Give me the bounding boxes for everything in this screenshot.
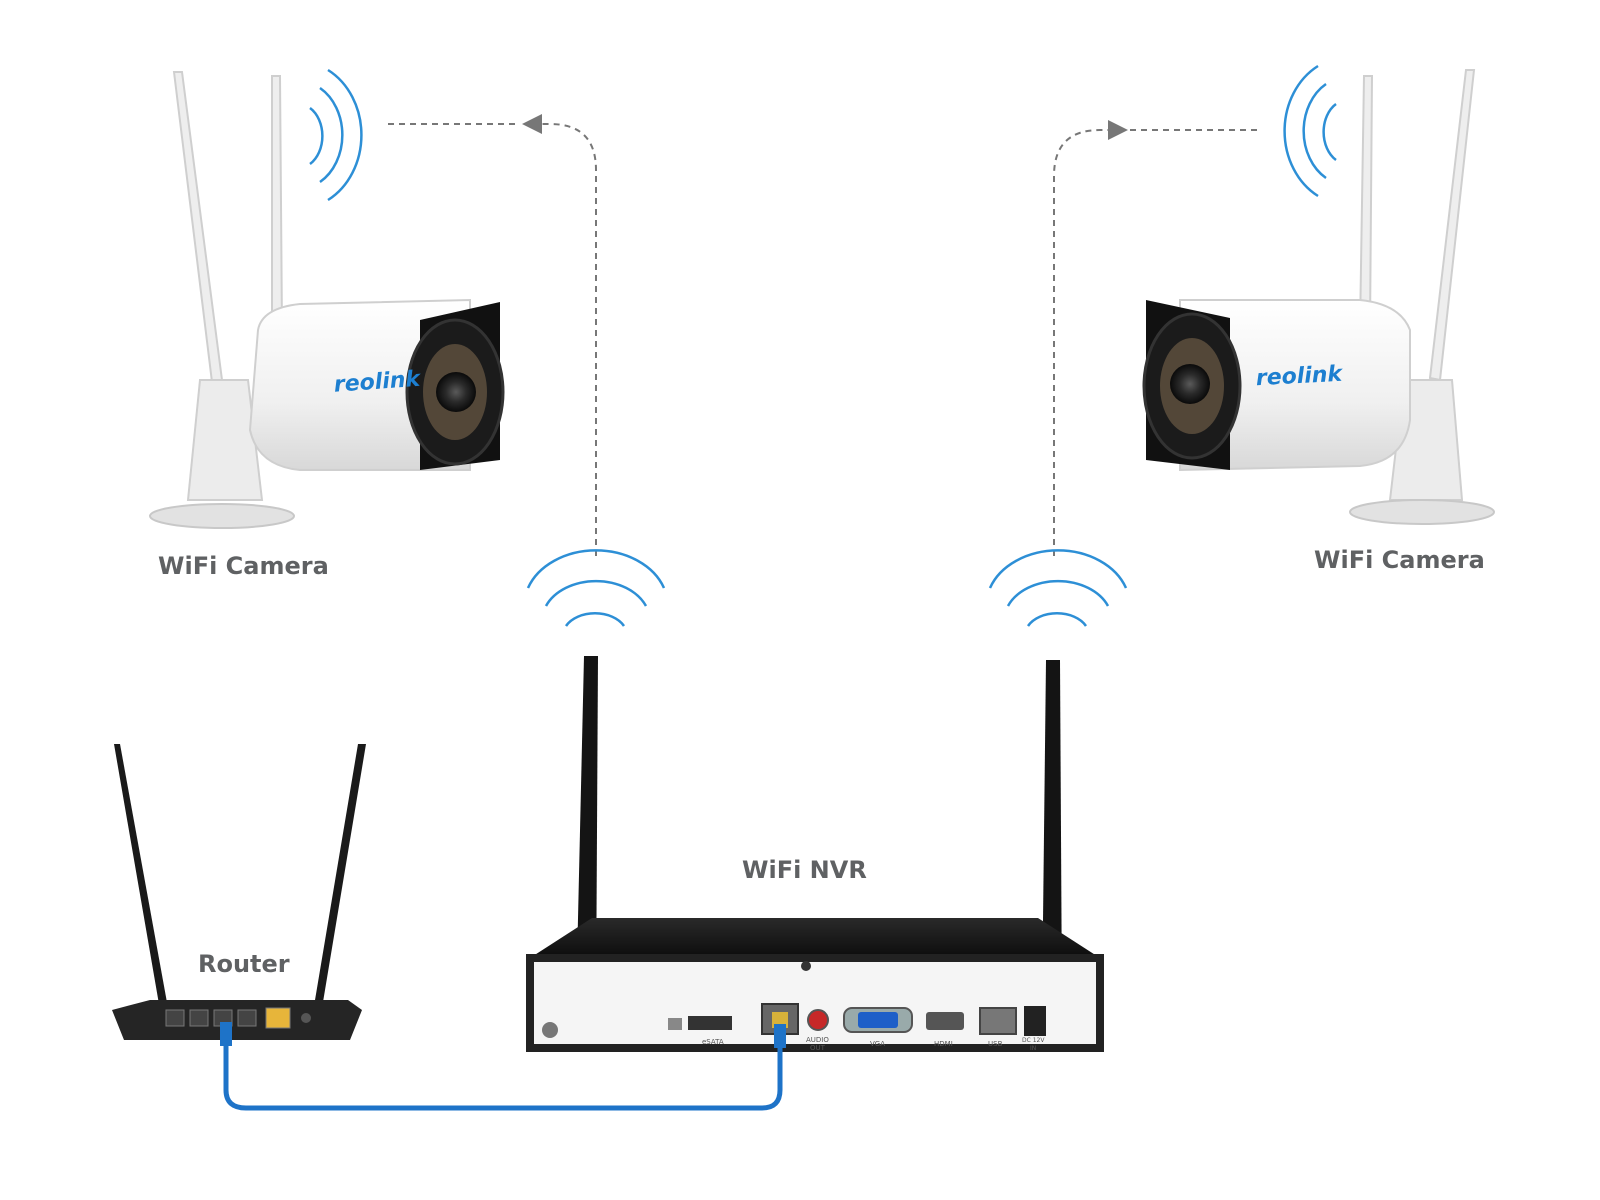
camera-left: reolink WiFi Camera xyxy=(149,68,505,580)
camera-left-mount xyxy=(186,379,264,501)
vga-label: VGA xyxy=(870,1040,885,1048)
nvr-power-led xyxy=(801,961,811,971)
hdmi-port xyxy=(926,1012,964,1030)
esata-label: eSATA xyxy=(702,1038,724,1046)
audio-out-port xyxy=(807,1009,829,1031)
camera-right-body xyxy=(1179,299,1411,472)
camera-left-antenna-1 xyxy=(172,71,224,384)
dashed-arrow-icon xyxy=(1053,120,1128,556)
camera-left-logo: reolink xyxy=(333,367,422,398)
router-power-port xyxy=(301,1013,311,1023)
dc-label-1: DC 12V xyxy=(1022,1037,1045,1044)
ethernet-cable-icon xyxy=(220,1022,786,1111)
usb-label: USB xyxy=(988,1040,1003,1048)
camera-right: reolink WiFi Camera xyxy=(1142,64,1495,574)
usb-port xyxy=(979,1007,1017,1035)
dashed-arrow-icon xyxy=(522,114,597,556)
wifi-signal-icon xyxy=(526,549,666,627)
ethernet-cable xyxy=(223,1030,783,1111)
cable-plug-router xyxy=(220,1022,232,1046)
router-antenna-left xyxy=(114,744,168,1010)
camera-right-logo: reolink xyxy=(1255,362,1344,392)
camera-right-label: WiFi Camera xyxy=(1314,546,1485,574)
camera-right-lens xyxy=(1170,364,1210,404)
wifi-signal-icon xyxy=(988,549,1128,627)
nvr-top xyxy=(530,918,1100,958)
camera-left-base xyxy=(149,503,295,529)
wifi-signal-icon xyxy=(1283,64,1337,198)
camera-left-lens xyxy=(436,372,476,412)
audio-out-label-1: AUDIO xyxy=(806,1036,829,1044)
hdmi-label: HDMI xyxy=(934,1040,953,1048)
nvr-antenna-right xyxy=(1042,660,1062,1008)
nvr-label: WiFi NVR xyxy=(742,856,867,884)
nvr-device: WiFi NVR eSATA AUDIO OUT VGA HDMI USB DC… xyxy=(526,656,1104,1052)
camera-left-label: WiFi Camera xyxy=(158,552,329,580)
router-device: Router xyxy=(112,744,366,1040)
cable-plug-nvr xyxy=(774,1024,786,1048)
dc-in-port xyxy=(1024,1006,1046,1036)
nvr-screw xyxy=(668,1018,682,1030)
camera-right-antenna-2 xyxy=(1358,75,1374,331)
vga-port-socket xyxy=(858,1012,898,1028)
dc-label-2: IN xyxy=(1030,1045,1036,1052)
ground-screw xyxy=(542,1022,558,1038)
wifi-signal-icon xyxy=(309,68,363,202)
router-label: Router xyxy=(198,950,290,978)
esata-port xyxy=(688,1016,732,1030)
audio-out-label-2: OUT xyxy=(810,1044,826,1052)
camera-left-antenna-2 xyxy=(271,75,284,331)
camera-right-antenna-1 xyxy=(1428,69,1476,382)
router-body xyxy=(112,1000,362,1040)
router-antenna-right xyxy=(314,744,366,1008)
camera-right-base xyxy=(1349,499,1495,525)
